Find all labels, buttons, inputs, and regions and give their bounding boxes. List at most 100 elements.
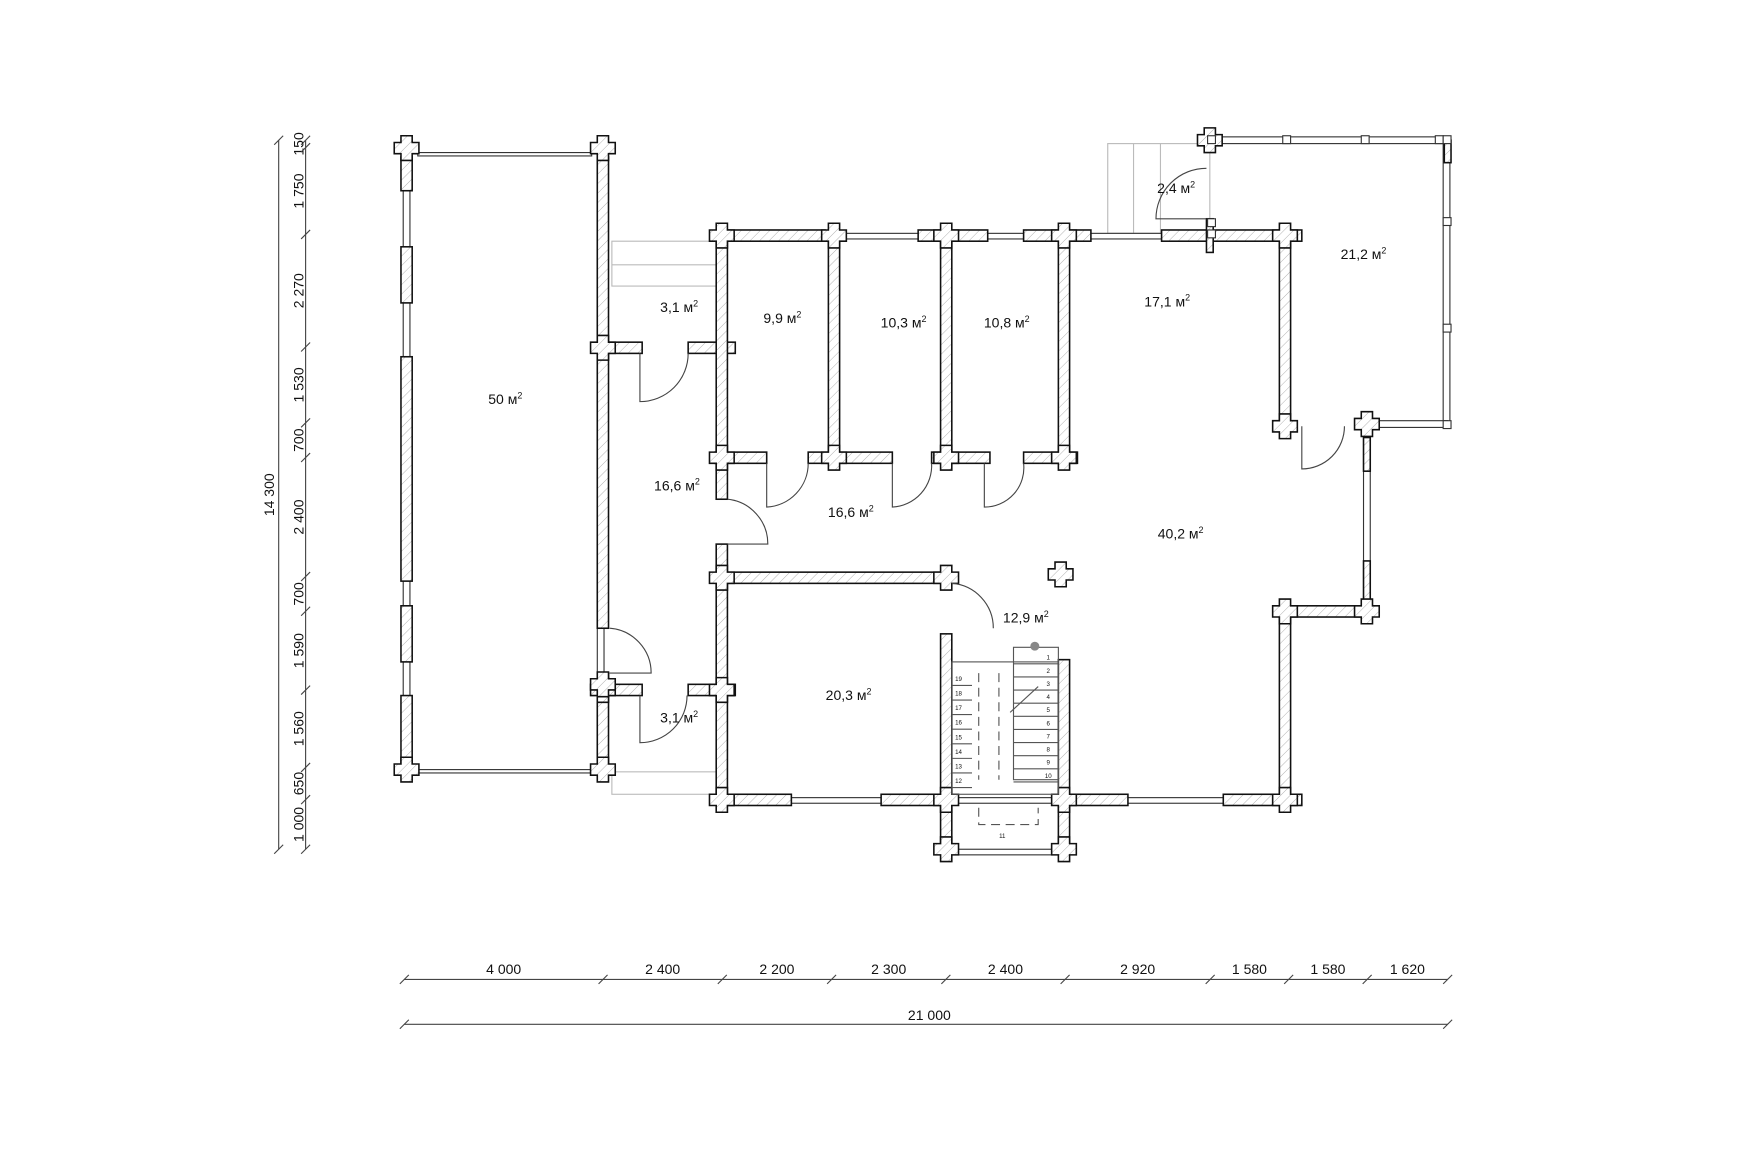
dimension-tick [300,606,311,617]
wall [1362,436,1372,472]
wall-corner [393,134,420,162]
wall [1160,229,1303,242]
stair-step-number: 9 [1047,760,1051,767]
dimension-horizontal: 1 580 [1310,961,1345,977]
room-area-superscript: 2 [1199,525,1204,535]
room-area-superscript: 2 [1190,179,1195,189]
wall-corner [820,444,848,471]
wall-corner [1050,444,1078,471]
post [1207,218,1216,228]
door-swing [609,627,652,674]
stair-step-number: 7 [1047,733,1051,740]
post [1434,135,1444,145]
wall [400,694,413,764]
stair-step-number: 6 [1047,720,1051,727]
windows-and-glazing [402,136,1451,856]
room-area-value: 3,1 м [660,299,693,315]
wall-corner [1353,598,1381,625]
room-area-label: 10,3 м2 [881,314,927,331]
dimension-total-horizontal: 21 000 [908,1007,951,1023]
post [1207,135,1216,145]
door-swing [766,463,809,508]
wall [1022,451,1079,465]
dimension-tick [1283,974,1294,985]
dimension-tick [300,762,311,773]
stair-step-number: 17 [955,705,962,712]
wall-corner [1271,413,1299,440]
room-area-value: 16,6 м [654,477,695,493]
wall-corner [933,836,960,863]
wall-corner [589,671,617,698]
wall-corner [708,222,735,249]
room-area-label: 17,1 м2 [1144,293,1190,310]
dimension-tick [1205,974,1216,985]
stair-step-number: 8 [1047,747,1051,754]
wall-corner [933,786,960,814]
dimension-horizontal: 2 400 [645,961,680,977]
wall-corner [589,334,617,361]
dimension-tick [399,1019,410,1030]
door-swing [727,498,769,545]
wall-corner [1271,598,1299,625]
wall-corner [589,756,617,783]
stair-dashed-outline [978,673,1039,826]
room-area-label: 21,2 м2 [1341,246,1387,263]
room-area-label: 10,8 м2 [984,314,1030,331]
door-swing [1301,426,1346,470]
room-area-value: 9,9 м [763,310,796,326]
dimension-horizontal: 1 580 [1232,961,1267,977]
room-area-label: 50 м2 [488,390,522,407]
dimension-vertical: 150 [290,132,306,156]
wall [1278,240,1292,422]
stair-step-number: 14 [955,749,962,756]
dimension-horizontal: 4 000 [486,961,521,977]
dimension-tick [717,974,728,985]
wall [1057,658,1071,798]
wall-corner [1050,836,1078,863]
room-area-superscript: 2 [693,709,698,719]
post [1442,323,1452,333]
dimension-tick [300,135,311,146]
room-area-label: 2,4 м2 [1157,179,1195,196]
wall-corner [393,756,420,783]
wall [807,451,894,465]
wall [400,156,413,192]
dimension-tick [273,135,284,146]
room-area-label: 9,9 м2 [763,309,801,326]
wall [400,246,413,304]
wall-corner [1050,222,1078,249]
dimension-horizontal: 1 620 [1390,961,1425,977]
door-swing [983,463,1025,508]
dimension-tick [1362,974,1373,985]
dimension-tick [300,417,311,428]
room-area-value: 40,2 м [1158,525,1199,541]
wall [939,633,953,798]
room-area-superscript: 2 [869,504,874,514]
dimension-tick [1060,974,1070,985]
wall-corner [708,786,735,814]
dimension-tick [300,229,311,240]
room-area-value: 10,8 м [984,315,1025,331]
wall [726,571,947,585]
dimension-vertical: 1 560 [290,711,306,746]
stair-start-marker [1030,641,1040,651]
room-area-value: 17,1 м [1144,293,1185,309]
stair-break-line [1009,686,1039,713]
wall-corner [1050,786,1078,814]
dimension-vertical: 2 400 [290,499,306,534]
door-swing [639,695,688,744]
dimension-vertical: 1 000 [290,807,306,842]
wall-corner [708,564,735,591]
door-swing [639,353,689,403]
stair-step-number: 1 [1047,655,1051,662]
wall-corner [589,134,617,162]
room-area-label: 40,2 м2 [1158,525,1204,542]
window-glazing [417,769,593,774]
window-glazing [417,152,593,157]
room-area-superscript: 2 [796,309,801,319]
post [1442,420,1452,430]
room-area-label: 16,6 м2 [828,504,874,521]
stair-step-number: 3 [1047,681,1051,688]
dimension-vertical: 650 [290,772,306,796]
stair-step-number: 4 [1047,694,1051,701]
